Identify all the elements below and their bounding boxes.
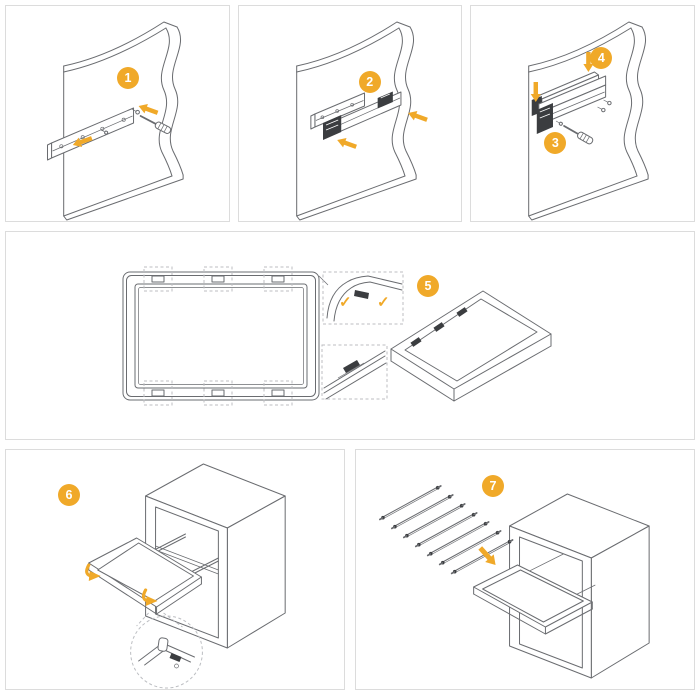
panel-step-2: 2 xyxy=(237,5,463,222)
step1-illustration xyxy=(46,21,184,221)
hanging-rods xyxy=(379,485,514,575)
screw-icon xyxy=(603,99,612,106)
direction-arrow-icon xyxy=(407,111,428,122)
pullout-frame xyxy=(473,564,593,635)
cabinet-side-wall xyxy=(528,21,649,221)
step-number-badge: 2 xyxy=(358,71,381,93)
step6-illustration xyxy=(85,463,286,689)
screwdriver-icon xyxy=(563,125,594,145)
panel-step-7: 7 xyxy=(355,449,695,690)
row-step-5: 5 ✓ ✓ xyxy=(5,231,695,440)
screw-icon xyxy=(131,108,140,115)
check-mark: ✓ xyxy=(377,294,390,311)
frame-isometric-view xyxy=(390,290,552,402)
step-number-badge: 6 xyxy=(58,484,80,506)
clip-down-arrow-icon xyxy=(141,588,158,606)
step-number-badge: 1 xyxy=(117,67,139,89)
mounting-bracket xyxy=(46,107,135,161)
step-number-badge: 4 xyxy=(590,47,613,69)
panel-step-3-4: 3 4 xyxy=(470,5,696,222)
panel-step-6: 6 xyxy=(5,449,345,690)
mounting-bracket xyxy=(310,92,365,130)
screwdriver-icon xyxy=(139,115,172,134)
step5-illustration xyxy=(122,266,552,406)
panel-step-5: 5 ✓ ✓ xyxy=(5,231,695,440)
cabinet-side-wall xyxy=(63,21,184,221)
direction-arrow-icon xyxy=(478,546,496,565)
direction-arrow-icon xyxy=(138,104,159,115)
detail-box-rail-clip xyxy=(321,344,388,400)
screw-icon xyxy=(100,129,109,135)
step2-illustration xyxy=(295,21,428,221)
cabinet-side-wall xyxy=(295,21,417,221)
step3-4-illustration xyxy=(528,21,649,221)
check-mark: ✓ xyxy=(339,294,352,311)
panel-step-1: 1 xyxy=(5,5,230,222)
screw-icon xyxy=(556,120,564,126)
direction-arrow-icon xyxy=(336,138,357,149)
detail-box-corner-clip xyxy=(322,271,404,325)
clip-down-arrow-icon xyxy=(85,563,101,581)
step7-illustration xyxy=(379,485,650,679)
step-number-badge: 5 xyxy=(417,275,439,297)
step-number-badge: 7 xyxy=(482,475,504,497)
direction-arrow-icon xyxy=(72,136,93,147)
frame-top-view xyxy=(122,266,320,406)
mounted-slide-rail xyxy=(537,75,607,134)
row-steps-1-2-3: 1 xyxy=(5,5,696,222)
direction-arrow-icon xyxy=(583,52,594,72)
slide-rail xyxy=(322,91,402,140)
detail-circle-corner xyxy=(130,612,203,689)
row-steps-6-7: 6 xyxy=(5,449,695,690)
step-number-badge: 3 xyxy=(544,132,567,154)
screw-icon xyxy=(597,106,606,113)
direction-arrow-icon xyxy=(531,82,542,102)
pullout-frame xyxy=(88,537,202,615)
